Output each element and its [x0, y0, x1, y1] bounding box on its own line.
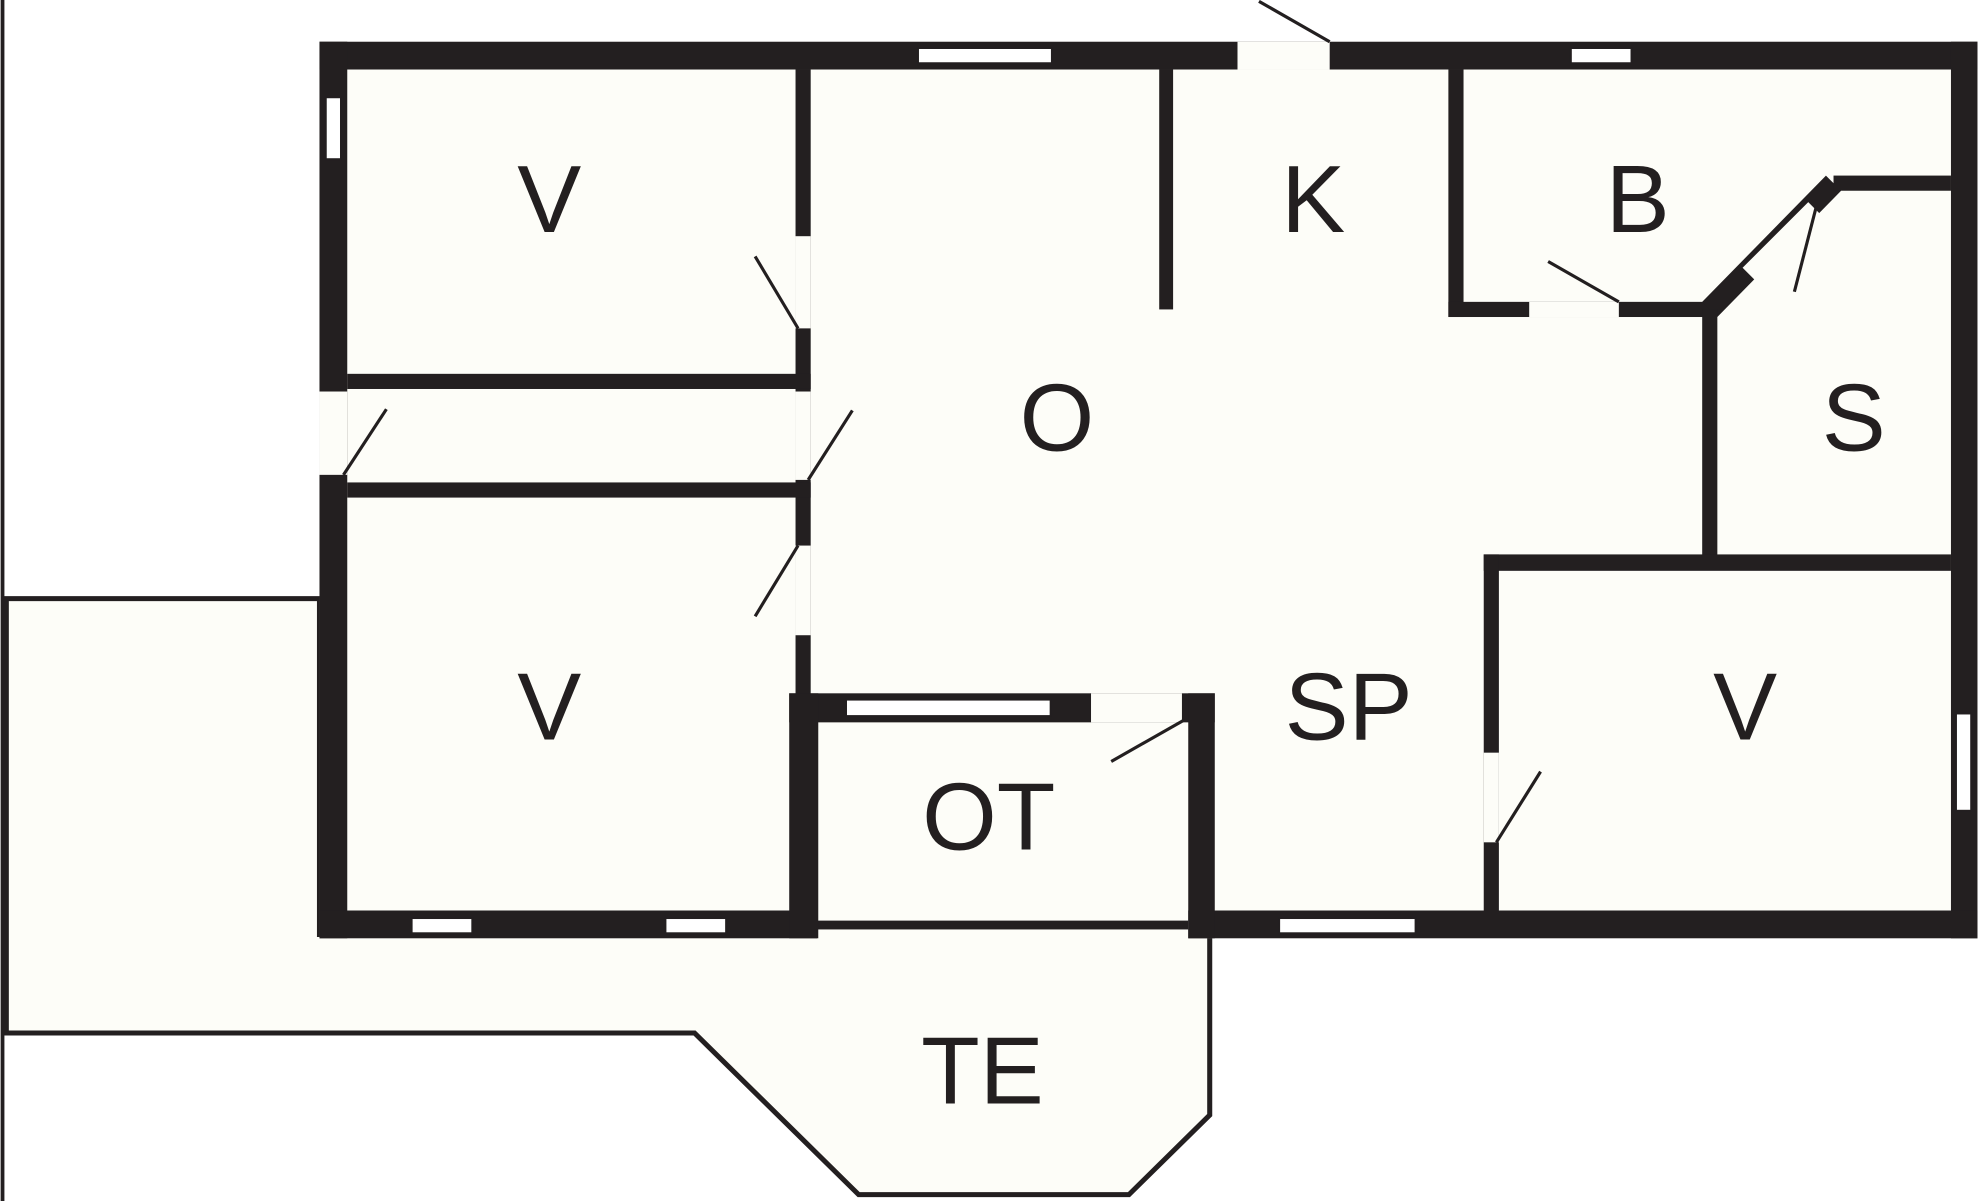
room-label-terrace: TE	[921, 1017, 1044, 1124]
room-label-living: O	[1020, 365, 1095, 472]
room-label-ot: OT	[922, 764, 1055, 871]
room-label-kitchen: K	[1281, 146, 1345, 253]
room-label-sauna: S	[1822, 365, 1886, 472]
room-label-bedroom-1: V	[517, 146, 581, 253]
door-openings	[319, 41, 1821, 843]
interior-walls	[347, 69, 1951, 939]
room-label-bedroom-3: V	[1713, 654, 1777, 761]
room-label-bedroom-2: V	[517, 654, 581, 761]
room-label-bathroom: B	[1606, 146, 1670, 253]
door-swings	[342, 0, 1818, 844]
outer-walls	[319, 41, 1978, 939]
room-label-sp: SP	[1285, 654, 1413, 761]
windows	[324, 47, 1973, 935]
